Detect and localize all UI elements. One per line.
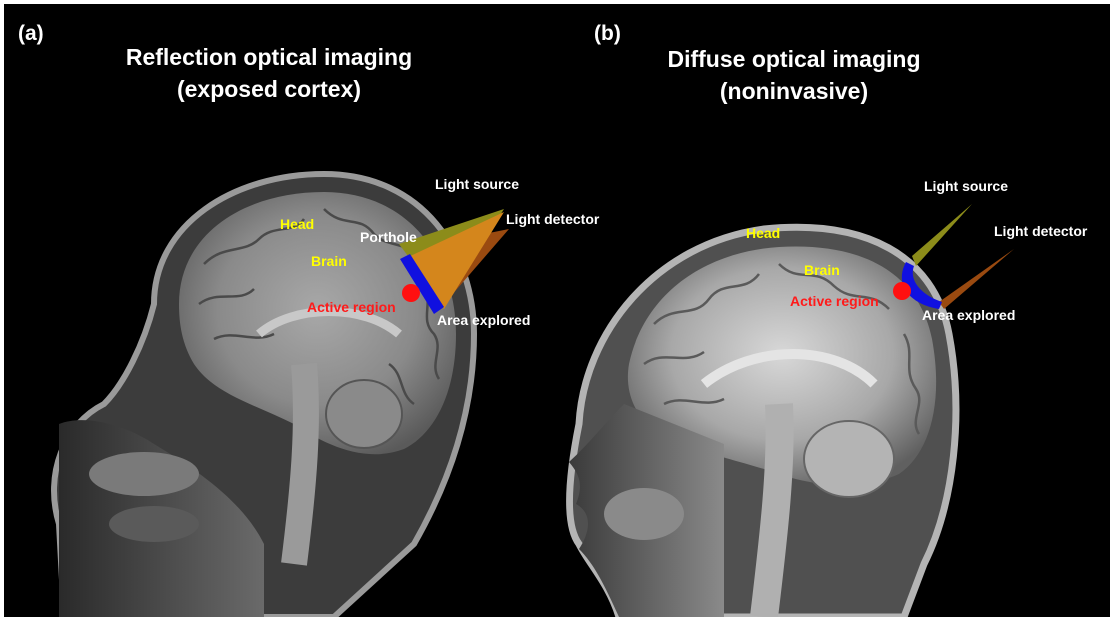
panel-b-title: Diffuse optical imaging (noninvasive): [634, 46, 954, 105]
panel-b-title-line1: Diffuse optical imaging: [634, 46, 954, 72]
panel-a-head-label: Head: [280, 216, 314, 232]
panel-b-active-region-label: Active region: [790, 293, 879, 309]
panel-b-light-detector-label: Light detector: [994, 223, 1087, 239]
panel-b-light-source-label: Light source: [924, 178, 1008, 194]
cerebellum-b: [804, 421, 894, 497]
jaw-a: [109, 506, 199, 542]
panel-a-title: Reflection optical imaging (exposed cort…: [104, 44, 434, 103]
light-detector-beam-b: [939, 249, 1014, 309]
figure: (a) Reflection optical imaging (exposed …: [4, 4, 1110, 617]
panel-a-active-region-label: Active region: [307, 299, 396, 315]
panel-a-porthole-label: Porthole: [360, 229, 417, 245]
panel-a-title-line2: (exposed cortex): [104, 76, 434, 102]
panel-b-brain-label: Brain: [804, 262, 840, 278]
panel-a-letter: (a): [18, 22, 44, 46]
cerebellum-a: [326, 380, 402, 448]
mri-slice-b: [569, 204, 1014, 617]
panel-b-area-explored-label: Area explored: [922, 307, 1015, 323]
tongue-a: [89, 452, 199, 496]
brainstem-a: [294, 364, 306, 564]
panel-b-letter: (b): [594, 22, 621, 46]
panel-a-title-line1: Reflection optical imaging: [104, 44, 434, 70]
active-region-dot-a: [402, 284, 420, 302]
panel-b-head-label: Head: [746, 225, 780, 241]
mri-slice-a: [54, 174, 509, 617]
panel-a-light-detector-label: Light detector: [506, 211, 599, 227]
panel-b-title-line2: (noninvasive): [634, 78, 954, 104]
light-source-beam-b: [912, 204, 972, 266]
brainstem-b: [764, 404, 780, 617]
panel-a-light-source-label: Light source: [435, 176, 519, 192]
active-region-dot-b: [893, 282, 911, 300]
panel-a-brain-label: Brain: [311, 253, 347, 269]
panel-a-area-explored-label: Area explored: [437, 312, 530, 328]
sinus-b: [604, 488, 684, 540]
